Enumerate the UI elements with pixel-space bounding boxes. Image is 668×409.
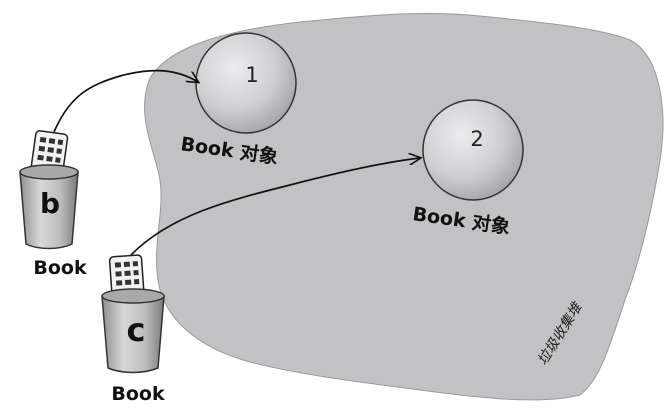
reference-arrow-b — [53, 69, 198, 133]
cup-icon — [19, 164, 79, 250]
reference-var-b: b — [40, 187, 60, 220]
reference-var-c: c — [127, 311, 146, 349]
reference-type-b: Book — [33, 257, 87, 279]
reference-arrow-c — [130, 158, 420, 256]
object-number-2: 2 — [470, 127, 483, 151]
object-number-1: 1 — [245, 63, 258, 87]
object-sphere-2 — [422, 99, 524, 201]
reference-type-c: Book — [111, 383, 165, 405]
cup-icon — [101, 288, 165, 374]
book-object-2: 2 Book 对象 — [411, 99, 524, 239]
reference-b: b Book — [19, 130, 87, 279]
reference-c: c Book — [101, 254, 165, 405]
